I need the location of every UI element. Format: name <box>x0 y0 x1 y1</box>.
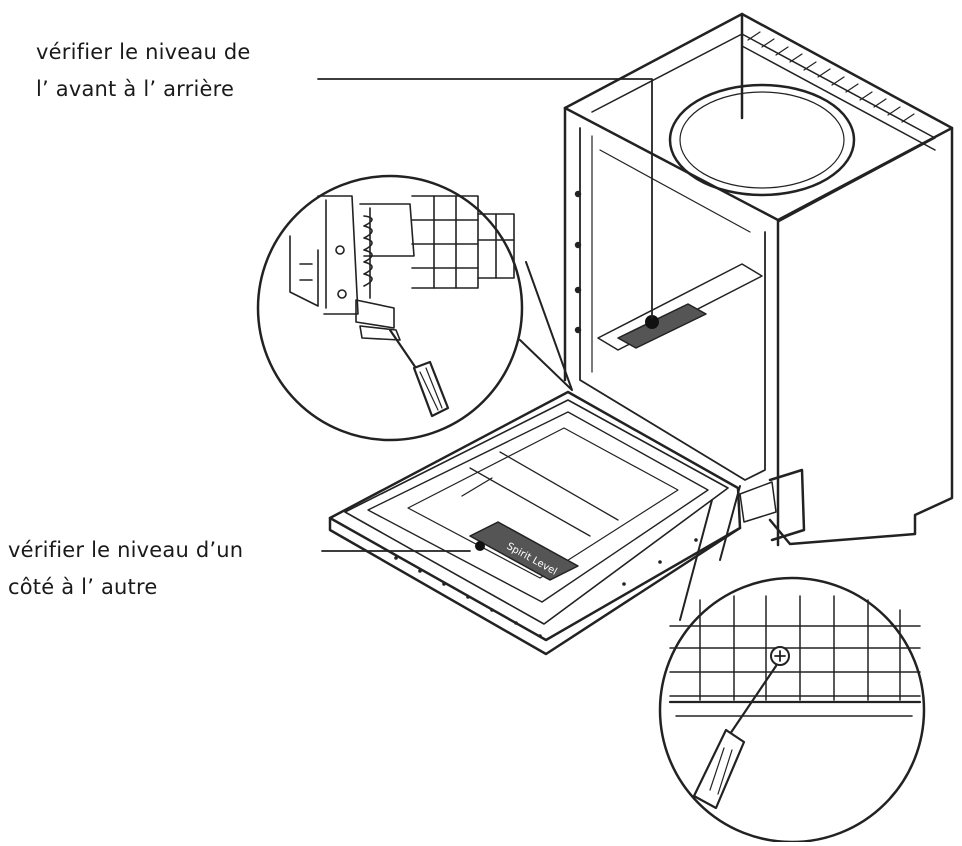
leader-lines <box>317 78 653 552</box>
annotation-front-to-back-line1: vérifier le niveau de <box>36 40 251 64</box>
annotation-side-to-side-line1: vérifier le niveau d’un <box>8 538 244 562</box>
annotation-front-to-back: vérifier le niveau de l’ avant à l’ arri… <box>36 34 251 108</box>
annotation-front-to-back-line2: l’ avant à l’ arrière <box>36 77 235 101</box>
annotation-side-to-side-line2: côté à l’ autre <box>8 575 158 599</box>
annotation-side-to-side: vérifier le niveau d’un côté à l’ autre <box>8 532 243 606</box>
dishwasher-door <box>328 390 742 656</box>
magnified-hinge-detail <box>658 485 926 844</box>
dishwasher-cabinet <box>563 12 954 547</box>
magnified-foot-detail <box>256 174 573 442</box>
spirit-level-front: Spirit Level <box>469 521 579 581</box>
spirit-level-back <box>617 303 707 349</box>
